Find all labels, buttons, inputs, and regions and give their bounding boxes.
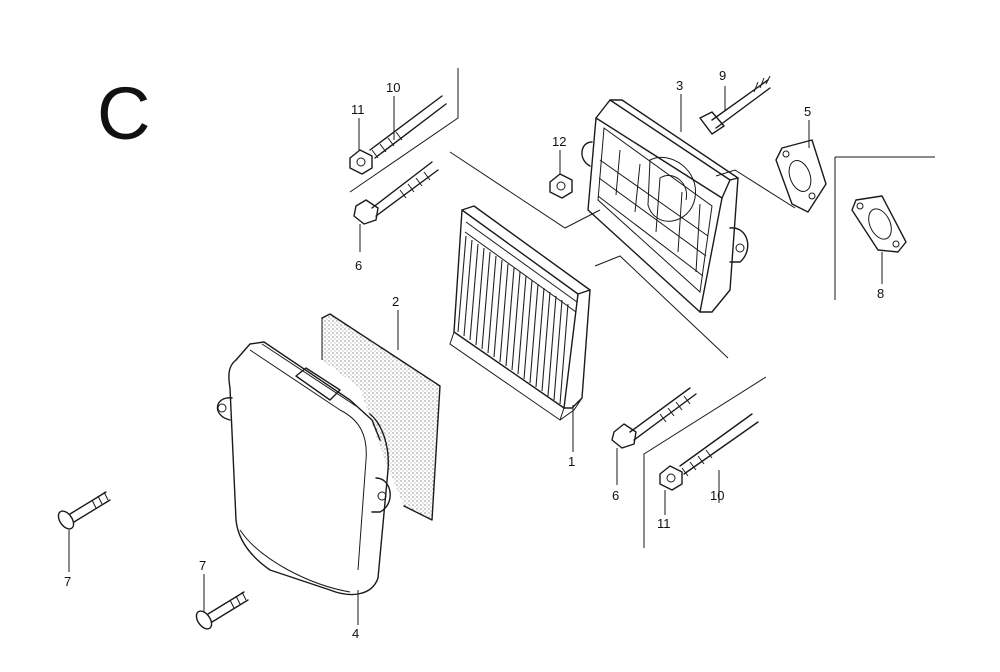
callout-8: 8 bbox=[877, 286, 884, 301]
air-cleaner-cover bbox=[216, 341, 391, 596]
pre-filter bbox=[321, 313, 441, 521]
bolt-10-top bbox=[369, 95, 447, 159]
callout-4: 4 bbox=[352, 626, 359, 641]
bolt-6-top bbox=[353, 161, 439, 225]
nut-11-top bbox=[349, 149, 373, 175]
gasket-5 bbox=[775, 139, 827, 213]
callout-3: 3 bbox=[676, 78, 683, 93]
screw-7-left bbox=[57, 491, 111, 530]
callout-12: 12 bbox=[552, 134, 566, 149]
callout-6-top: 6 bbox=[355, 258, 362, 273]
nut-12 bbox=[549, 173, 573, 199]
bolt-10-bottom bbox=[679, 413, 759, 477]
filter-element bbox=[449, 205, 591, 421]
callout-9: 9 bbox=[719, 68, 726, 83]
callout-11-bottom: 11 bbox=[657, 516, 671, 531]
gasket-8 bbox=[851, 195, 907, 253]
callout-10-bottom: 10 bbox=[710, 488, 724, 503]
leader-lines bbox=[68, 86, 883, 625]
callout-labels: 1 2 3 4 5 6 6 7 7 8 9 10 10 11 11 12 bbox=[64, 68, 884, 641]
assembly-brackets bbox=[349, 68, 935, 548]
callout-11-top: 11 bbox=[351, 102, 365, 117]
callout-6-bottom: 6 bbox=[612, 488, 619, 503]
callout-1: 1 bbox=[568, 454, 575, 469]
callout-7-bottom: 7 bbox=[199, 558, 206, 573]
callout-5: 5 bbox=[804, 104, 811, 119]
air-cleaner-case bbox=[581, 99, 749, 313]
stud-9 bbox=[699, 75, 771, 135]
section-letter: C bbox=[97, 72, 150, 155]
callout-7-left: 7 bbox=[64, 574, 71, 589]
callout-2: 2 bbox=[392, 294, 399, 309]
nut-11-bottom bbox=[659, 465, 683, 491]
screw-7-bottom bbox=[195, 591, 249, 630]
bolt-6-bottom bbox=[611, 387, 697, 449]
callout-10-top: 10 bbox=[386, 80, 400, 95]
